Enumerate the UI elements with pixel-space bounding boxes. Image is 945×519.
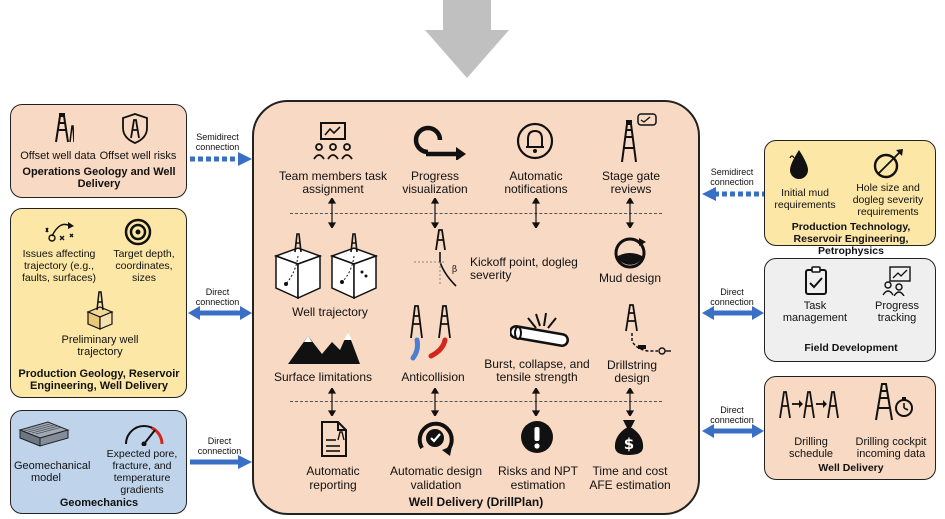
top-label-notifications: Automatic notifications: [504, 169, 568, 196]
mid-label-surface: Surface limitations: [273, 370, 373, 384]
prod-direct-arrow: [188, 306, 252, 320]
report-icon: [321, 421, 347, 457]
hole-size-icon: [873, 149, 903, 179]
play-diagram-icon: [45, 222, 74, 242]
cube-derrick-icon: [86, 291, 114, 330]
geo-item-expected: Expected pore, fracture, and temperature…: [106, 448, 178, 496]
kickoff-icon: β: [414, 229, 457, 287]
mid-label-anticollision: Anticollision: [401, 370, 465, 384]
mid-label-kickoff: Kickoff point, dogleg severity: [470, 255, 578, 282]
ops-semidirect-arrow: [190, 152, 252, 166]
check-validation-icon: [417, 421, 454, 456]
prodtech-item-mud: Initial mud requirements: [774, 187, 836, 211]
top-label-stage-gate: Stage gate reviews: [601, 169, 661, 196]
schedule-derricks-icon: [779, 391, 839, 419]
top-label-team-members: Team members task assignment: [278, 169, 388, 196]
bottom-label-time-cost: Time and cost AFE estimation: [589, 464, 671, 492]
bell-icon: [516, 122, 554, 160]
anticollision-icon: [410, 305, 451, 361]
clipboard-check-icon: [805, 266, 827, 295]
ops-item-offset-well-risks: Offset well risks: [99, 150, 177, 162]
welldel-direct-arrow: [702, 424, 764, 438]
geo-item-model: Geomechanical model: [14, 460, 91, 484]
drillstring-icon: [625, 304, 671, 355]
prod-box-title: Production Geology, Reservoir Engineerin…: [18, 368, 180, 392]
bottom-divider: [290, 401, 662, 402]
derrick-icon: [55, 113, 74, 143]
target-icon: [124, 218, 152, 246]
mid-label-trajectory: Well trajectory: [292, 305, 368, 319]
cube-trajectory-icon: [273, 233, 379, 300]
mid-label-drillstring: Drillstring design: [606, 358, 657, 385]
exclamation-icon: [521, 421, 553, 453]
top-connector-arrows: [327, 198, 635, 228]
bottom-label-risks: Risks and NPT estimation: [497, 464, 579, 492]
cockpit-derrick-icon: [875, 383, 913, 421]
svg-text:$: $: [624, 435, 634, 453]
drillplan-title: Well Delivery (DrillPlan): [408, 495, 544, 509]
gauge-icon: [125, 425, 164, 446]
progress-people-icon: [882, 266, 911, 296]
welldel-item-schedule: Drilling schedule: [788, 436, 834, 460]
prod-item-target-depth: Target depth, coordinates, sizes: [113, 248, 175, 284]
pipe-burst-icon: [510, 312, 569, 347]
ops-connection-label: Semidirect connection: [195, 132, 240, 152]
bottom-connector-arrows: [327, 388, 635, 416]
top-label-progress: Progress visualization: [402, 169, 468, 196]
geo-direct-arrow: [190, 455, 252, 469]
mid-label-mud: Mud design: [598, 271, 662, 285]
mid-label-burst: Burst, collapse, and tensile strength: [484, 357, 590, 384]
prod-connection-label: Direct connection: [195, 287, 240, 307]
oil-drop-icon: [789, 150, 808, 179]
progress-loop-icon: [413, 125, 466, 160]
prodtech-box-title: Production Technology, Reservoir Enginee…: [791, 221, 911, 257]
chat-derrick-icon: [621, 113, 657, 163]
geo-box-title: Geomechanics: [59, 497, 139, 509]
welldel-item-cockpit: Drilling cockpit incoming data: [855, 436, 927, 460]
prod-item-issues: Issues affecting trajectory (e.g., fault…: [21, 248, 97, 284]
team-board-icon: [313, 122, 353, 160]
prod-item-preliminary: Preliminary well trajectory: [61, 334, 139, 358]
ops-box-title: Operations Geology and Well Delivery: [22, 166, 176, 190]
top-divider: [290, 213, 662, 214]
field-direct-arrow: [702, 306, 764, 320]
bottom-label-validation: Automatic design validation: [389, 464, 483, 492]
field-box-title: Field Development: [804, 342, 898, 354]
field-item-task: Task management: [782, 300, 848, 324]
prodtech-item-hole-size: Hole size and dogleg severity requiremen…: [852, 182, 924, 218]
field-item-progress: Progress tracking: [874, 300, 920, 324]
mountains-icon: [288, 332, 360, 364]
welldel-connection-label: Direct connection: [710, 405, 754, 425]
ops-geology-box: [10, 104, 187, 198]
ground-layers-icon: [18, 421, 70, 447]
prodtech-connection-label: Semidirect connection: [710, 167, 754, 187]
bottom-label-reporting: Automatic reporting: [306, 464, 360, 492]
prod-tech-box: [764, 140, 936, 246]
mud-tank-icon: [614, 237, 646, 269]
shield-derrick-icon: [122, 113, 148, 144]
field-dev-box: [764, 258, 936, 362]
right-well-delivery-box: [764, 376, 936, 480]
welldel-box-title: Well Delivery: [818, 462, 884, 474]
ops-item-offset-well-data: Offset well data: [20, 150, 96, 162]
money-bag-icon: $: [614, 420, 644, 455]
prodtech-semidirect-arrow: [702, 187, 764, 201]
geo-connection-label: Direct connection: [197, 436, 242, 456]
field-connection-label: Direct connection: [710, 287, 754, 307]
svg-text:β: β: [452, 265, 457, 275]
top-down-arrow: [425, 0, 509, 78]
